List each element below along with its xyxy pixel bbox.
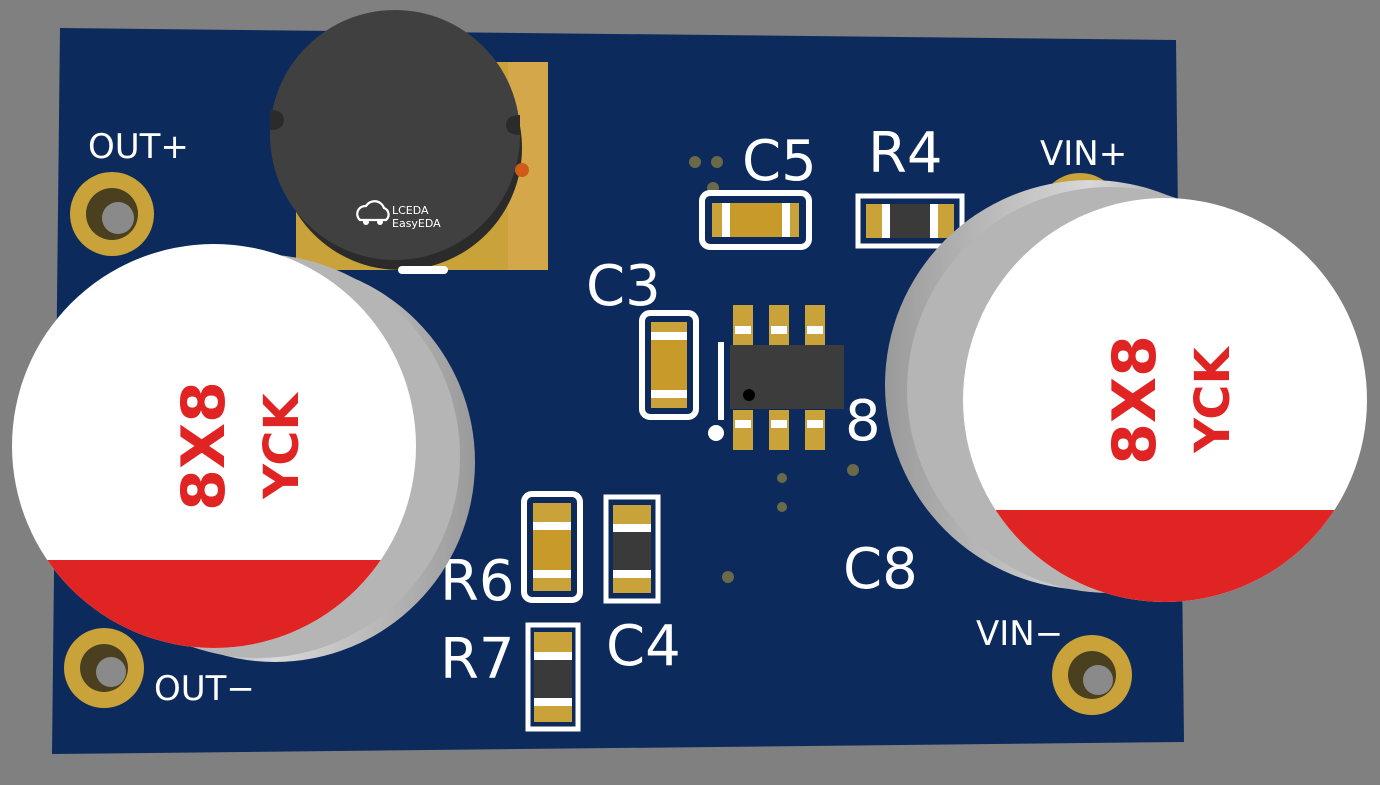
resistor-r7 xyxy=(525,622,581,732)
resistor-r6 xyxy=(521,491,583,603)
label-c8: C8 xyxy=(843,537,918,602)
label-partial-c8-mark: 8 xyxy=(845,389,881,454)
inductor: LCEDA EasyEDA xyxy=(270,10,548,274)
right-cap-brand-text: YCK xyxy=(1185,345,1241,453)
label-r4: R4 xyxy=(868,121,943,186)
cloud-icon xyxy=(356,200,390,225)
left-cap-size-text: 8X8 xyxy=(169,381,239,511)
mounting-hole-out-minus xyxy=(64,628,144,708)
label-out-minus: OUT− xyxy=(154,669,255,709)
label-c4: C4 xyxy=(606,614,681,679)
label-vin-minus: VIN− xyxy=(976,614,1063,654)
capacitor-c5 xyxy=(699,190,812,250)
ic-chip xyxy=(708,305,844,450)
right-cap-size-text: 8X8 xyxy=(1100,335,1170,465)
label-c3: C3 xyxy=(586,254,661,319)
inductor-logo-line1: LCEDA xyxy=(392,204,429,217)
label-r6: R6 xyxy=(440,549,515,614)
capacitor-c4 xyxy=(603,494,661,604)
inductor-logo-line2: EasyEDA xyxy=(392,217,441,230)
electrolytic-capacitor-left: 8X8 YCK xyxy=(12,244,475,662)
mounting-hole-out-plus xyxy=(70,172,154,256)
label-vin-plus: VIN+ xyxy=(1040,134,1127,174)
label-r7: R7 xyxy=(440,627,515,692)
vias xyxy=(689,156,859,583)
left-cap-brand-text: YCK xyxy=(254,391,310,499)
resistor-r4 xyxy=(855,193,965,249)
label-c5: C5 xyxy=(742,129,817,194)
mounting-hole-vin-minus xyxy=(1052,635,1132,715)
label-out-plus: OUT+ xyxy=(88,127,189,167)
capacitor-c3 xyxy=(639,310,699,420)
